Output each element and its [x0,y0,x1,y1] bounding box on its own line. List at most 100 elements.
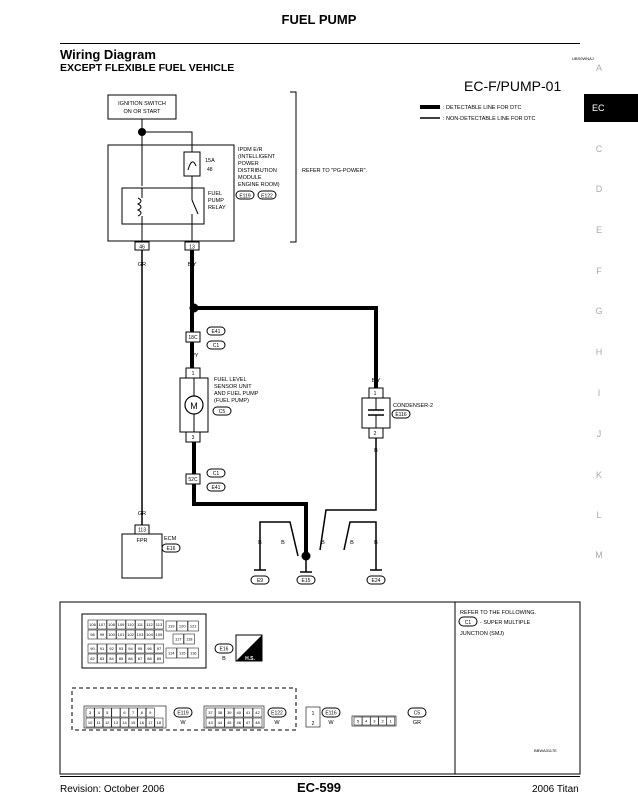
ecm-pin-86: 86 [128,656,133,661]
e119-pin-5: 5 [106,710,109,715]
c5-conn-color: GR [413,720,421,726]
header-rule [60,43,580,44]
wire-b-e9: B [258,540,262,546]
e119-connector-shape [83,705,167,729]
wire-color-b-condenser: B [374,448,378,454]
ecm-pin-91: 91 [100,646,105,651]
side-index-g[interactable]: G [595,306,603,316]
e119-pin-blank-cell [111,707,121,718]
ecm-pin-111-cell [135,619,145,630]
e122-pin-43: 43 [208,720,213,725]
ecm-pin-89: 89 [157,656,162,661]
junction-dot-ign [138,128,146,136]
ecm-pin-87-cell [135,653,145,664]
side-index-k[interactable]: K [595,470,602,480]
side-index-l[interactable]: L [596,510,602,520]
ipdm-label-5: MODULE [238,175,262,181]
refer-c1: C1 [465,620,472,626]
side-index-m[interactable]: M [595,550,603,560]
pump-label-1: FUEL LEVEL [214,377,247,383]
e119-pin-6-cell [120,707,129,718]
conn-e116: E116 [395,412,407,418]
refer-note-2: - SUPER MULTIPLE [480,620,531,626]
ecm-pin-96-cell [144,643,155,654]
e122-pin-42-cell [252,707,263,718]
condenser-pin-1: 1 [374,391,377,397]
ecm-pin-121-cell [187,620,199,632]
ecm-pin-82-cell [87,653,98,664]
ignition-label-2: ON OR START [123,109,161,115]
ecm-pin-97-cell [154,643,164,654]
ecm-pin-89-cell [154,653,164,664]
pump-label-2: SENSOR UNIT [214,384,252,390]
e122-pin-39-cell [224,707,235,718]
ecm-conn-color: B [222,656,226,662]
junction-dot-by [189,303,199,313]
e116-conn-color: W [328,720,334,726]
ecm-pin-109-cell [116,619,126,630]
ecm-pin-93-cell [116,643,126,654]
pin-18c: 18C [188,335,198,341]
ecm-pin-118: 118 [186,637,193,642]
ecm-pin-116: 116 [190,651,197,656]
e119-pin-5-cell [102,707,112,718]
sheet-id: EC-F/PUMP-01 [464,78,562,94]
e122-pin-38: 38 [218,710,223,715]
ecm-pin-102-cell [125,629,136,640]
ipdm-conn-e119: E119 [239,194,251,200]
ecm-pin-84-cell [106,653,117,664]
e122-pin-48: 48 [255,720,260,725]
ecm-pin-112: 112 [146,622,153,627]
ecm-pin-105-cell [154,629,164,640]
side-index-e[interactable]: E [595,225,602,235]
ecm-pin-85-cell [116,653,126,664]
side-index-a[interactable]: A [595,63,602,73]
e122-pin-41: 41 [246,710,251,715]
condenser-label: CONDENSER-2 [393,403,433,409]
ecm-pin-86-cell [125,653,136,664]
conn-c5: C5 [219,409,226,415]
c5-conn-id: C5 [414,711,421,717]
e122-pin-44: 44 [218,720,223,725]
e119-pin-16-cell [137,717,147,728]
ecm-pin-97: 97 [157,646,162,651]
page-title: FUEL PUMP [281,12,357,27]
c5-connector-shape [351,715,397,727]
ignition-switch-box [107,94,177,120]
ecm-pin-101-cell [116,629,126,640]
e119-pin-10: 10 [88,720,93,725]
conn-e16: E16 [167,546,176,552]
ipdm-label-4: DISTRIBUTION [238,168,277,174]
e116-pin-2: 2 [312,721,315,727]
side-index-j[interactable]: J [596,429,602,439]
wire-color-b-pump: B [192,454,196,460]
ecm-pin-119-cell [165,620,177,632]
ecm-pin-92-cell [106,643,117,654]
e119-pin-8: 8 [141,710,144,715]
e116-connector-shape [305,706,321,728]
e122-pin-45-cell [224,717,235,728]
side-index-ec[interactable]: EC [584,94,638,122]
fuse-symbol [183,151,201,177]
side-index-f[interactable]: F [596,266,602,276]
motor-letter: M [190,401,198,411]
ecm-pin-116-cell [187,647,199,659]
ground-e24: E24 [372,578,381,584]
side-index-h[interactable]: H [595,347,603,357]
side-index-i[interactable]: I [597,388,601,398]
side-index-c[interactable]: C [595,144,603,154]
footer-rule [60,776,580,777]
conn-c1-top: C1 [213,343,220,349]
e122-pin-41-cell [243,707,253,718]
e122-pin-47: 47 [246,720,251,725]
wire-color-by-top: B/Y [188,262,197,268]
ecm-pin-121: 121 [190,624,197,629]
ecm-pin-114-cell [165,647,177,659]
e119-pin-13-cell [111,717,121,728]
footer-revision: Revision: October 2006 [60,784,165,795]
fpr-label: FPR [137,538,148,544]
ecm-pin-94-cell [125,643,136,654]
conn-e41-bottom: E41 [212,485,221,491]
side-index-d[interactable]: D [595,184,603,194]
e122-pin-40-cell [233,707,244,718]
